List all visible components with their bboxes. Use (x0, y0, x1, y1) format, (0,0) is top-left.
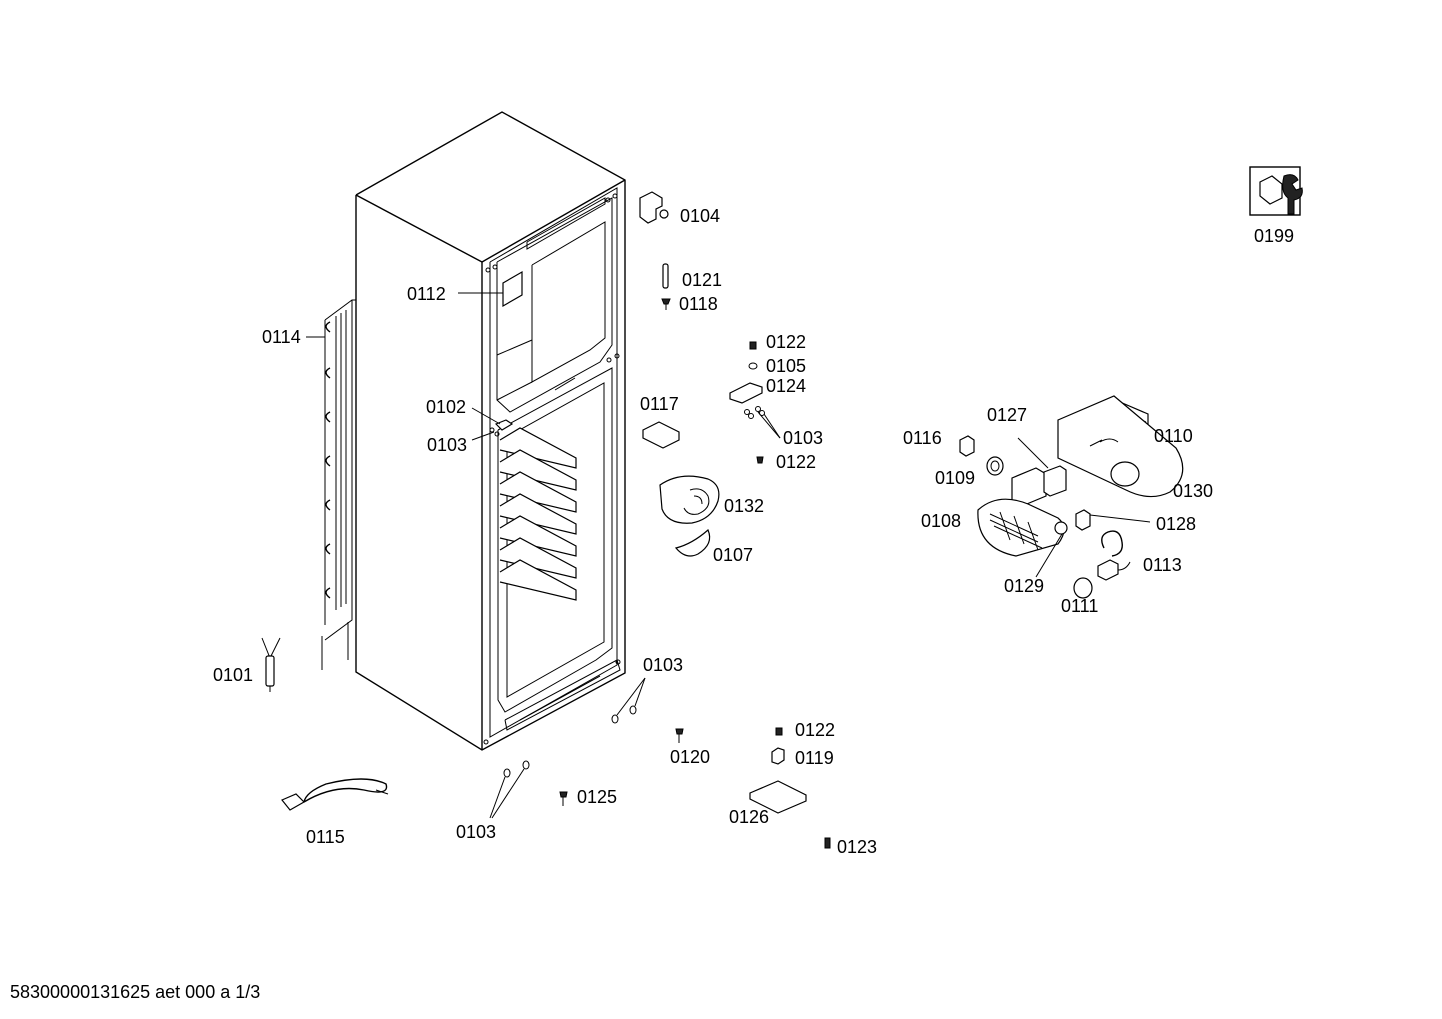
lamp-housing-group (959, 395, 1184, 599)
screw-0122-bottom (775, 727, 783, 736)
label-0103: 0103 (427, 435, 467, 455)
label-0119: 0119 (795, 748, 834, 768)
label-0123: 0123 (837, 837, 877, 857)
cabinet-drawing (355, 111, 626, 751)
screw-0122-top (749, 341, 757, 350)
label-0117: 0117 (640, 394, 679, 414)
label-0103: 0103 (643, 655, 683, 675)
label-0101: 0101 (213, 665, 253, 685)
power-cord-0115 (281, 778, 389, 811)
label-0121: 0121 (682, 270, 722, 290)
label-0125: 0125 (577, 787, 617, 807)
washers-0103-lower (489, 677, 646, 819)
part-labels: 0104 0121 0118 0112 0114 0122 0105 0124 … (213, 206, 1294, 857)
screw-0125 (559, 791, 568, 806)
screws-0103-right (744, 406, 781, 439)
label-0107: 0107 (713, 545, 753, 565)
label-0111: 0111 (1061, 596, 1098, 616)
label-0112: 0112 (407, 284, 446, 304)
document-id: 58300000131625 aet 000 a 1/3 (10, 982, 260, 1002)
wrench-nut-icon (1249, 166, 1303, 216)
screw-0120 (675, 728, 684, 743)
label-0114: 0114 (262, 327, 301, 347)
ring-0105 (748, 362, 758, 370)
label-0113: 0113 (1143, 555, 1182, 575)
plate-0126 (749, 780, 807, 814)
label-0130: 0130 (1173, 481, 1213, 501)
label-0105: 0105 (766, 356, 806, 376)
seal-0107 (674, 529, 711, 557)
label-0199: 0199 (1254, 226, 1294, 246)
pin-part (662, 263, 669, 289)
label-0115: 0115 (306, 827, 345, 847)
shelf-supports (499, 427, 577, 601)
label-0122: 0122 (766, 332, 806, 352)
label-0129: 0129 (1004, 576, 1044, 596)
label-0122: 0122 (795, 720, 835, 740)
label-0103: 0103 (456, 822, 496, 842)
label-0109: 0109 (935, 468, 975, 488)
screw-0123 (824, 837, 831, 849)
label-0124: 0124 (766, 376, 806, 396)
filter-drier-0101 (261, 637, 281, 692)
fan-cover-0132 (659, 475, 720, 524)
label-0116: 0116 (903, 428, 942, 448)
hinge-top-part (639, 191, 669, 224)
screw-0122-mid (756, 456, 764, 464)
label-0128: 0128 (1156, 514, 1196, 534)
lamp-holder-0102 (471, 407, 514, 441)
label-0102: 0102 (426, 397, 466, 417)
label-0103: 0103 (783, 428, 823, 448)
bracket-0124 (729, 382, 763, 404)
label-0127: 0127 (987, 405, 1027, 425)
foot-0119 (771, 747, 785, 765)
label-0118: 0118 (679, 294, 718, 314)
screw-0118 (661, 298, 671, 310)
label-0126: 0126 (729, 807, 769, 827)
label-0110: 0110 (1154, 426, 1193, 446)
label-0122: 0122 (776, 452, 816, 472)
label-0120: 0120 (670, 747, 710, 767)
switch-0117 (642, 421, 680, 449)
label-0104: 0104 (680, 206, 720, 226)
condenser-coil (306, 299, 356, 670)
label-0132: 0132 (724, 496, 764, 516)
label-0108: 0108 (921, 511, 961, 531)
